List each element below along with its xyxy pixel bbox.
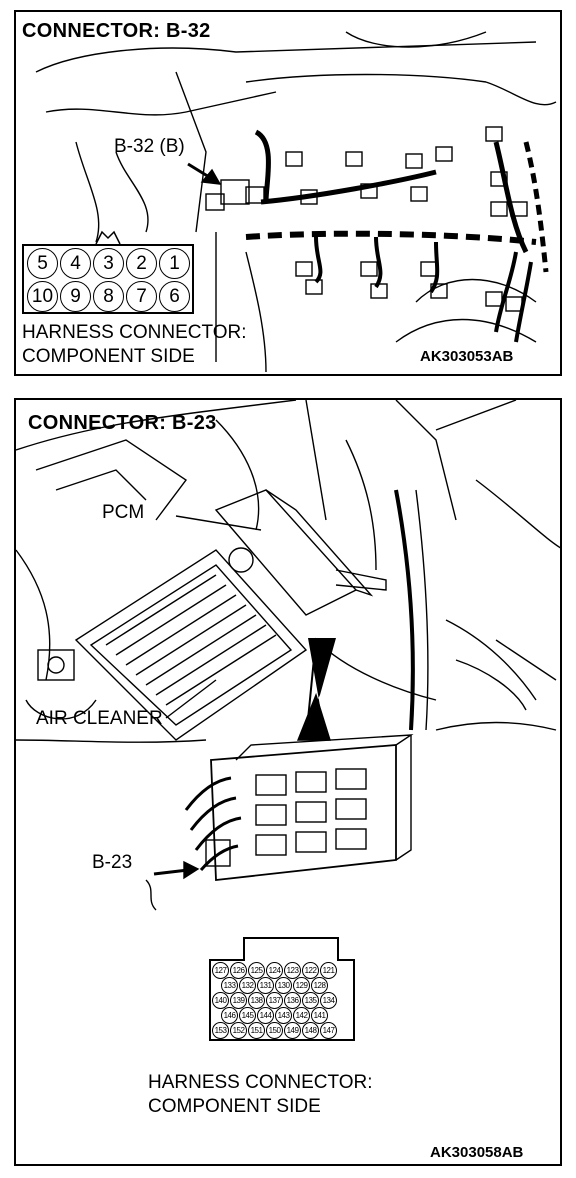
pin-row: 133 132 131 130 129 128 [221, 977, 328, 994]
pin: 6 [159, 281, 190, 312]
pin: 147 [320, 1022, 337, 1039]
engine-bay-illustration [35, 31, 557, 373]
panel-title: CONNECTOR: B-23 [28, 412, 217, 434]
pin: 129 [293, 977, 310, 994]
pin: 8 [93, 281, 124, 312]
pin: 1 [159, 248, 190, 279]
b32-pin-diagram: 5 4 3 2 1 10 9 8 7 6 [22, 244, 194, 314]
pin: 134 [320, 992, 337, 1009]
pin-row: 127 126 125 124 123 122 121 [212, 962, 337, 979]
pin-row: 153 152 151 150 149 148 147 [212, 1022, 337, 1039]
pin: 152 [230, 1022, 247, 1039]
pin: 153 [212, 1022, 229, 1039]
connector-b32-panel: CONNECTOR: B-32 B-32 (B) 5 4 3 2 1 10 9 … [14, 10, 562, 376]
pin: 124 [266, 962, 283, 979]
pin: 143 [275, 1007, 292, 1024]
engine-bay-illustration [16, 400, 560, 911]
pin: 142 [293, 1007, 310, 1024]
pin: 145 [239, 1007, 256, 1024]
pin: 7 [126, 281, 157, 312]
pin: 125 [248, 962, 265, 979]
pin: 150 [266, 1022, 283, 1039]
component-side-label: COMPONENT SIDE [22, 346, 195, 367]
pin: 139 [230, 992, 247, 1009]
connector-b23-panel: CONNECTOR: B-23 PCM AIR CLEANER B-23 127… [14, 398, 562, 1166]
pin: 127 [212, 962, 229, 979]
pin: 136 [284, 992, 301, 1009]
pin: 138 [248, 992, 265, 1009]
pin: 121 [320, 962, 337, 979]
air-cleaner-label: AIR CLEANER [36, 708, 163, 729]
pin: 137 [266, 992, 283, 1009]
pcm-label: PCM [102, 502, 145, 523]
pin: 148 [302, 1022, 319, 1039]
pin: 10 [27, 281, 58, 312]
harness-connector-label: HARNESS CONNECTOR: [148, 1072, 373, 1093]
figure-code: AK303058AB [430, 1144, 524, 1161]
pin: 146 [221, 1007, 238, 1024]
pin: 141 [311, 1007, 328, 1024]
pin: 128 [311, 977, 328, 994]
pin: 135 [302, 992, 319, 1009]
pin: 5 [27, 248, 58, 279]
pin: 123 [284, 962, 301, 979]
connector-callout-label: B-23 [92, 852, 133, 873]
component-side-label: COMPONENT SIDE [148, 1096, 321, 1117]
pin: 130 [275, 977, 292, 994]
pin: 9 [60, 281, 91, 312]
pin: 126 [230, 962, 247, 979]
pin: 149 [284, 1022, 301, 1039]
pin: 151 [248, 1022, 265, 1039]
pin: 2 [126, 248, 157, 279]
pin: 131 [257, 977, 274, 994]
harness-connector-label: HARNESS CONNECTOR: [22, 322, 247, 343]
pin: 144 [257, 1007, 274, 1024]
pin-row: 146 145 144 143 142 141 [221, 1007, 328, 1024]
pin: 133 [221, 977, 238, 994]
figure-code: AK303053AB [420, 348, 514, 365]
connector-callout-label: B-32 (B) [114, 136, 185, 157]
panel-title: CONNECTOR: B-32 [22, 20, 211, 42]
pin: 132 [239, 977, 256, 994]
pin: 140 [212, 992, 229, 1009]
pin: 122 [302, 962, 319, 979]
pin-row: 140 139 138 137 136 135 134 [212, 992, 337, 1009]
pin: 4 [60, 248, 91, 279]
pin: 3 [93, 248, 124, 279]
